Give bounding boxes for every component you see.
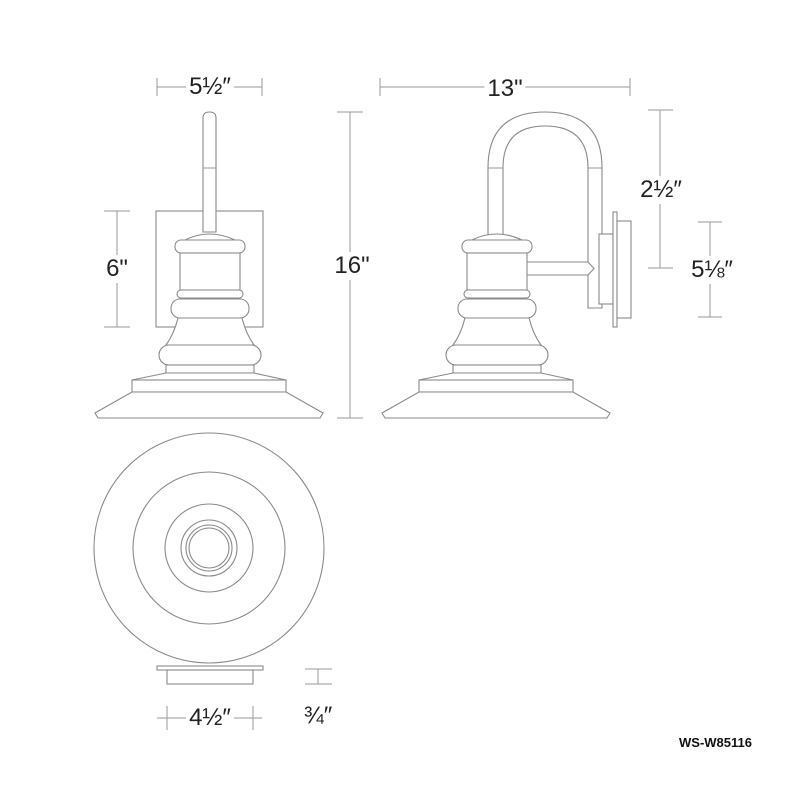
bottom-view [93,432,325,685]
side-mount [598,233,614,305]
bottom-backplate [166,669,254,685]
model-number: WS-W85116 [679,735,752,750]
overall-height-label: 16" [331,252,373,280]
front-lamp-body [94,233,324,419]
side-crossbar [524,261,595,276]
bottom-backplate-flange [156,665,264,671]
arm-offset-label: 2½″ [637,176,685,204]
side-depth-label: 13" [484,75,526,103]
side-view [381,111,632,419]
front-stem [202,111,217,233]
backplate-depth-label: ¾″ [300,702,336,730]
backplate-height-label: 6" [103,255,131,283]
side-lamp-body [381,233,611,419]
backplate-width-label: 4½″ [186,704,234,732]
front-width-label: 5½″ [186,73,234,101]
front-view [94,111,324,419]
backplate-depth-height-label: 5⅛″ [688,256,736,284]
side-backplate [616,220,632,319]
